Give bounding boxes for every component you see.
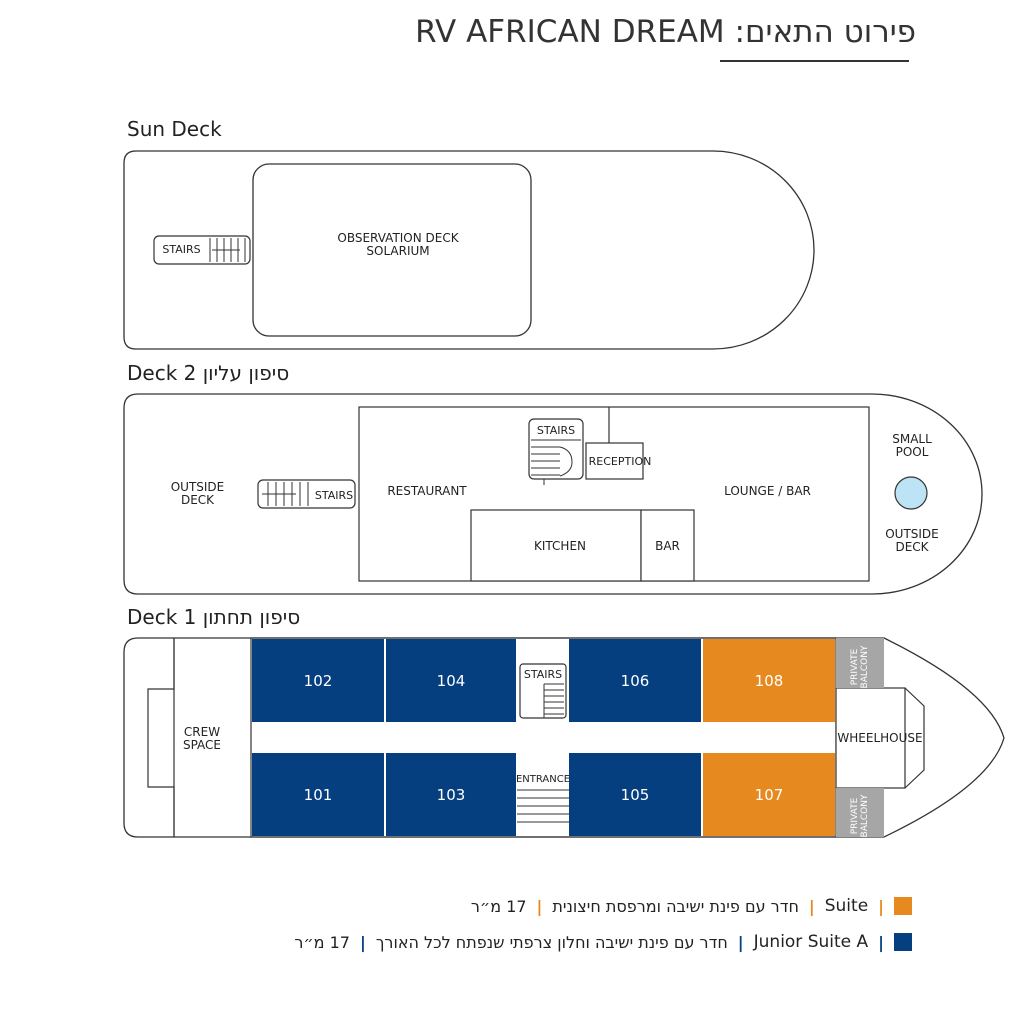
private-balcony-bottom (836, 788, 884, 837)
legend-suite-swatch (894, 897, 912, 915)
private-balcony-top (836, 638, 884, 688)
reception-area (585, 442, 644, 480)
cabin-101[interactable]: 101 (252, 753, 384, 836)
cabin-104[interactable]: 104 (386, 639, 516, 722)
legend-junior: | Junior Suite A | חדר עם פינת ישיבה וחל… (294, 932, 912, 952)
deck2-stairs-left (257, 479, 356, 509)
cabin-105[interactable]: 105 (569, 753, 701, 836)
reception-label: RECEPTION (588, 455, 652, 468)
cabin-106[interactable]: 106 (569, 639, 701, 722)
legend-junior-size: 17 מ״ר (294, 932, 350, 952)
legend-junior-desc: חדר עם פינת ישיבה וחלון צרפתי שנפתח לכל … (375, 932, 728, 952)
cabin-108[interactable]: 108 (703, 639, 835, 722)
legend-suite-desc: חדר עם פינת ישיבה ומרפסת חיצונית (552, 896, 799, 916)
wheelhouse-area (835, 687, 906, 789)
deck1-stairs (519, 663, 567, 719)
kitchen-area (470, 509, 642, 582)
deck1-label: סיפון תחתון Deck 1 (127, 605, 301, 629)
bar-area (640, 509, 695, 582)
deck2-stairs-left-label: STAIRS (314, 489, 354, 502)
small-pool (894, 476, 928, 510)
legend-junior-name: Junior Suite A (753, 932, 869, 952)
kitchen-label: KITCHEN (534, 539, 586, 553)
bar-label: BAR (655, 539, 680, 553)
page-title: פירוט התאים: RV AFRICAN DREAM (415, 14, 916, 50)
cabin-107[interactable]: 107 (703, 753, 835, 836)
deck2-stairs-center-label: STAIRS (536, 424, 576, 437)
observation-deck-area (252, 163, 532, 337)
legend-suite-name: Suite (824, 896, 869, 916)
cabin-103[interactable]: 103 (386, 753, 516, 836)
restaurant-label: RESTAURANT (387, 484, 467, 498)
legend-suite: | Suite | חדר עם פינת ישיבה ומרפסת חיצונ… (471, 896, 912, 916)
sun-deck-stairs (153, 235, 251, 265)
entrance-label: ENTRANCE (515, 774, 571, 785)
sun-stairs-label: STAIRS (162, 243, 201, 256)
deck1-stairs-label: STAIRS (523, 668, 563, 681)
deck2-stairs-center (528, 418, 584, 480)
title-underline (720, 60, 909, 62)
cabin-102[interactable]: 102 (252, 639, 384, 722)
legend-suite-size: 17 מ״ר (470, 896, 527, 916)
lounge-bar-label: LOUNGE / BAR (724, 484, 811, 498)
deck2-label: סיפון עליון Deck 2 (127, 361, 290, 385)
legend-junior-swatch (894, 933, 912, 951)
sun-deck-label: Sun Deck (127, 117, 222, 141)
wheelhouse-label: WHEELHOUSE (837, 731, 923, 745)
